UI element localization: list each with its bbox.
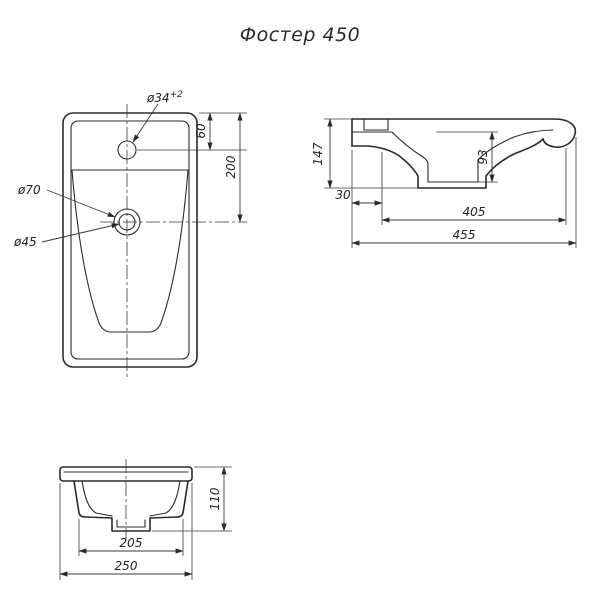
front-body-outline bbox=[73, 480, 189, 532]
drain-outer-label: ø70 bbox=[17, 183, 41, 197]
plan-bowl-outline bbox=[71, 169, 189, 333]
faucet-diameter-label: ø34+2 bbox=[146, 90, 183, 105]
dim-label-200: 200 bbox=[224, 155, 238, 178]
dim-label-405: 405 bbox=[463, 205, 486, 219]
front-view: 110 205 250 bbox=[59, 459, 232, 580]
front-drain-inner bbox=[116, 519, 146, 528]
section-bowl-inner bbox=[351, 129, 554, 183]
dim-label-205: 205 bbox=[120, 536, 143, 550]
leader-drain-inner bbox=[41, 223, 120, 243]
dim-label-30: 30 bbox=[335, 188, 351, 202]
plan-view: ø34+2 ø70 ø45 60 200 bbox=[13, 90, 247, 377]
section-view: 147 93 30 405 455 bbox=[311, 118, 577, 248]
plan-inner-rim bbox=[70, 120, 190, 360]
section-faucet-notch bbox=[363, 118, 389, 131]
section-underside bbox=[351, 138, 544, 189]
dim-label-110: 110 bbox=[208, 487, 222, 510]
front-bowl-inner bbox=[81, 480, 181, 517]
leader-drain-outer bbox=[46, 189, 116, 218]
drawing-title: Фостер 450 bbox=[239, 24, 361, 46]
section-front-lip bbox=[542, 118, 577, 148]
dim-label-147: 147 bbox=[311, 142, 325, 165]
dim-label-93: 93 bbox=[476, 149, 490, 164]
leader-faucet bbox=[132, 103, 159, 143]
drain-inner-label: ø45 bbox=[13, 235, 37, 249]
dim-label-455: 455 bbox=[453, 228, 476, 242]
plan-outer-rim bbox=[62, 112, 198, 368]
dim-label-250: 250 bbox=[115, 559, 138, 573]
dim-label-60: 60 bbox=[194, 123, 208, 139]
